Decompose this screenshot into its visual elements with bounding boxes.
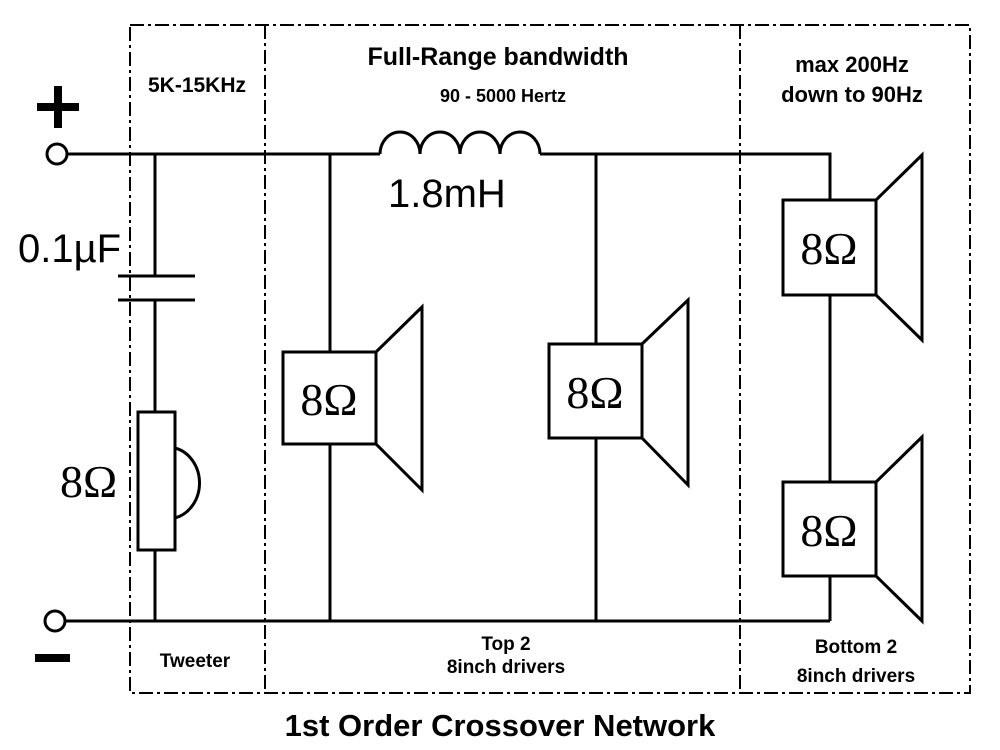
bass-band-label-2: down to 90Hz (781, 82, 923, 107)
bass1-impedance-label: 8Ω (800, 223, 857, 274)
fullrange-section-label-2: 8inch drivers (447, 657, 565, 678)
inductor-coil (378, 130, 542, 155)
minus-sign (35, 654, 70, 662)
tweeter-section-label: Tweeter (160, 651, 231, 672)
driver2-magnet (547, 342, 644, 440)
plus-sign-v (54, 86, 62, 128)
tweeter-body (136, 410, 177, 552)
bass2-magnet (781, 480, 878, 578)
capacitor-label: 0.1µF (18, 227, 121, 271)
driver1-magnet (281, 350, 378, 446)
bass1-cone (874, 151, 924, 344)
driver2-impedance-label: 8Ω (566, 367, 623, 418)
section-boundaries (129, 24, 971, 694)
bass-band-label-1: max 200Hz (795, 52, 909, 77)
fullrange-section-label-1: Top 2 (481, 634, 530, 655)
bass2-cone (874, 433, 924, 625)
bass-section-label-2: 8inch drivers (797, 666, 915, 687)
driver2-cone (640, 296, 690, 489)
bass1-magnet (781, 198, 878, 297)
fullrange-band-label: Full-Range bandwidth (367, 43, 628, 71)
fullrange-band-sublabel: 90 - 5000 Hertz (440, 86, 566, 106)
bass-section-label-1: Bottom 2 (815, 637, 897, 658)
inductor-label: 1.8mH (388, 172, 506, 216)
tweeter-impedance-label: 8Ω (60, 456, 117, 507)
top-driver-2 (547, 154, 690, 621)
bass2-impedance-label: 8Ω (800, 505, 857, 556)
outer-boundary (129, 24, 971, 694)
positive-terminal (37, 86, 79, 166)
top-driver-1 (281, 154, 424, 621)
plus-terminal-circle (45, 142, 69, 166)
tweeter-branch (118, 154, 202, 621)
driver1-impedance-label: 8Ω (300, 374, 357, 425)
bass-driver-2 (781, 433, 924, 625)
tweeter-band-label: 5K-15KHz (148, 74, 246, 97)
minus-terminal-circle (43, 609, 67, 633)
top-rail (67, 152, 832, 200)
bass-driver-1 (781, 151, 924, 482)
tweeter-dome (174, 446, 202, 520)
driver1-cone (374, 303, 424, 494)
diagram-title: 1st Order Crossover Network (285, 708, 716, 743)
negative-terminal (35, 609, 70, 662)
